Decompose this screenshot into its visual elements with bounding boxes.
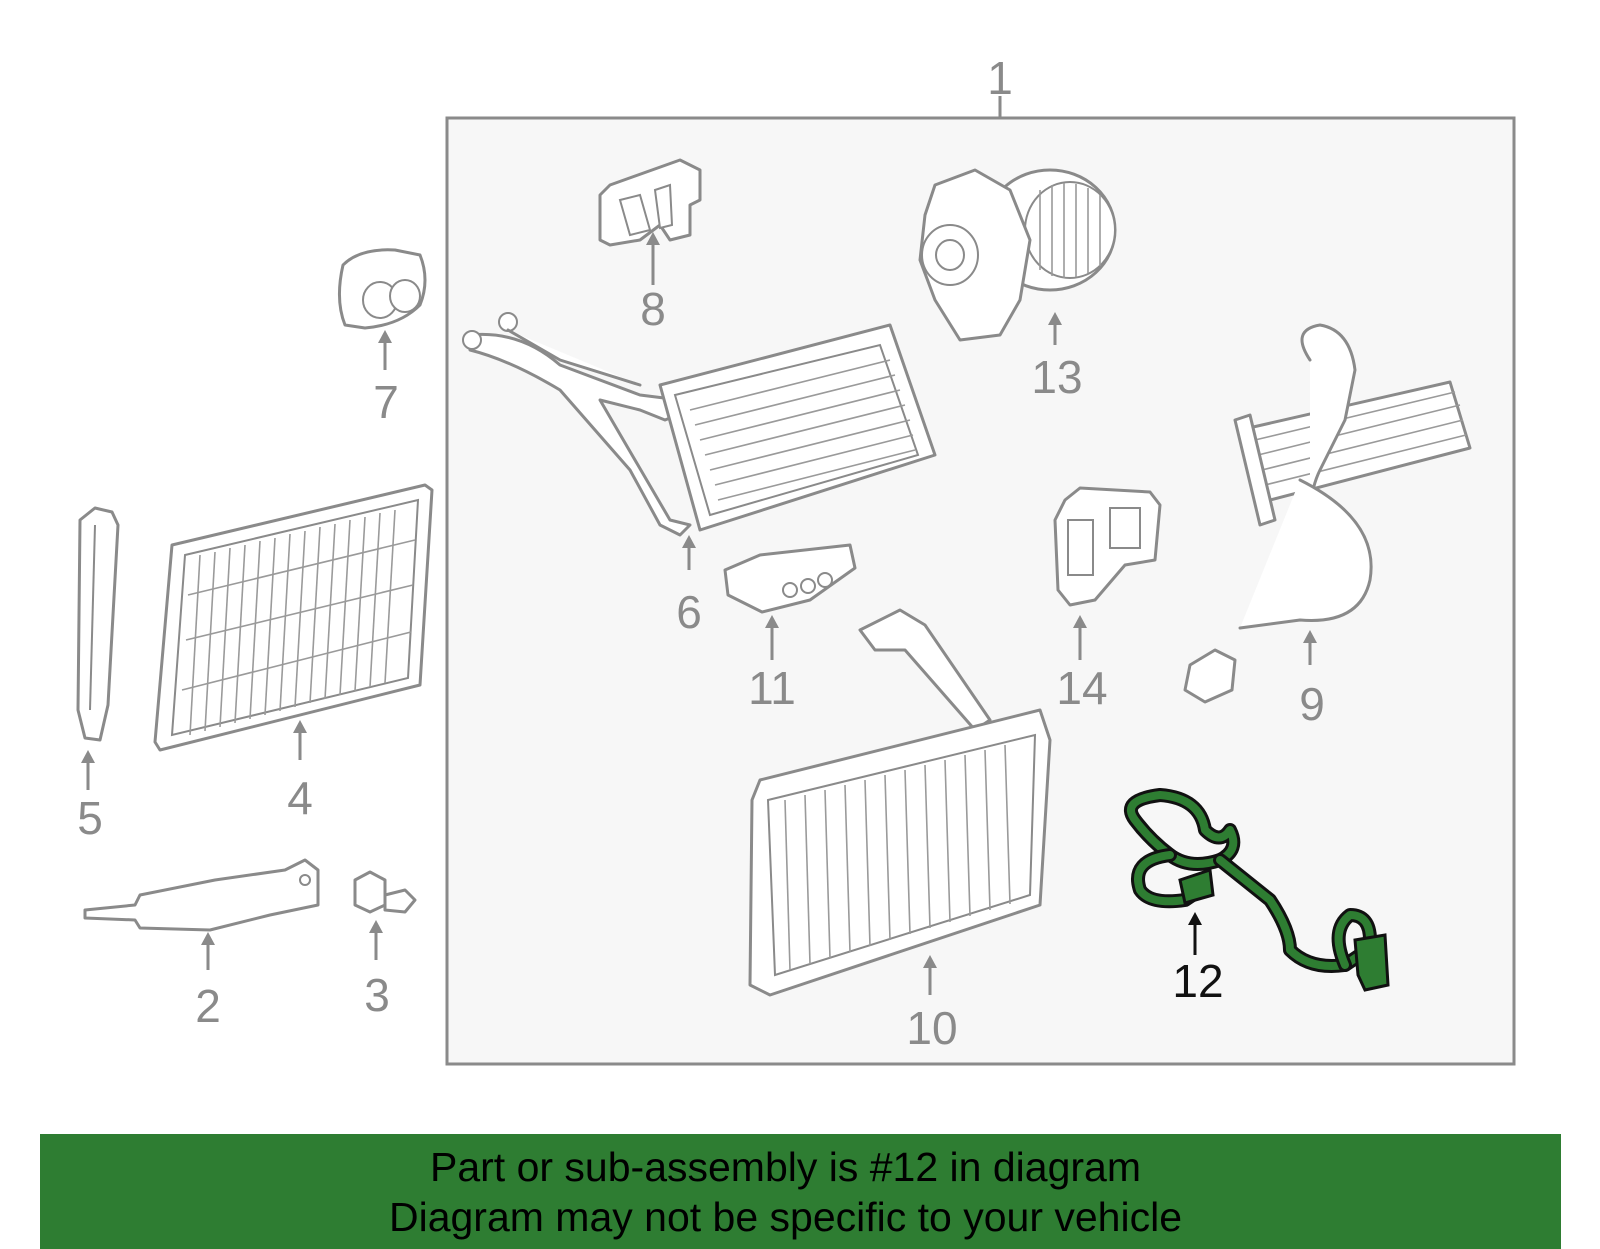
part-14-resistor[interactable] — [1053, 486, 1162, 607]
banner-line-1: Part or sub-assembly is #12 in diagram — [430, 1144, 1141, 1190]
part-2-bracket[interactable] — [83, 858, 320, 932]
part-11-expansion-valve[interactable] — [723, 543, 857, 614]
callout-1: 1 — [987, 52, 1013, 104]
arrow-8 — [646, 232, 660, 245]
callout-7: 7 — [373, 376, 399, 428]
part-12-wire-harness[interactable] — [1124, 788, 1390, 992]
arrow-10 — [923, 955, 937, 968]
part-9-heater-sensor[interactable] — [1183, 323, 1472, 704]
part-8-clip[interactable] — [598, 158, 702, 247]
part-7-grommet[interactable] — [338, 248, 427, 330]
part-6-heater-core[interactable] — [462, 312, 937, 537]
part-3-clip[interactable] — [353, 870, 417, 914]
callout-9: 9 — [1299, 678, 1325, 730]
arrow-4 — [293, 720, 307, 733]
callout-14: 14 — [1056, 662, 1107, 714]
callout-3: 3 — [364, 969, 390, 1021]
callout-2: 2 — [195, 980, 221, 1032]
part-4-air-filter[interactable] — [153, 483, 434, 752]
callout-13: 13 — [1031, 351, 1082, 403]
callout-5: 5 — [77, 792, 103, 844]
banner-line-2: Diagram may not be specific to your vehi… — [388, 1194, 1182, 1240]
callout-8: 8 — [640, 283, 666, 335]
arrow-6 — [682, 535, 696, 548]
arrow-2 — [201, 932, 215, 945]
arrow-5 — [81, 750, 95, 763]
callout-12: 12 — [1172, 955, 1223, 1007]
arrow-3 — [369, 920, 383, 933]
part-10-evaporator[interactable] — [748, 608, 1052, 997]
part-5-seal-strip[interactable] — [76, 506, 120, 742]
arrow-12 — [1188, 912, 1202, 925]
callout-4: 4 — [287, 772, 313, 824]
arrow-13 — [1048, 312, 1062, 325]
arrow-9 — [1303, 630, 1317, 643]
callout-11: 11 — [748, 662, 796, 714]
callout-6: 6 — [676, 586, 702, 638]
info-banner: Part or sub-assembly is #12 in diagram D… — [40, 1134, 1561, 1249]
arrow-7 — [378, 330, 392, 343]
arrow-14 — [1073, 615, 1087, 628]
arrow-11 — [765, 615, 779, 628]
part-13-blower-motor[interactable] — [918, 168, 1117, 342]
callout-10: 10 — [906, 1002, 957, 1054]
